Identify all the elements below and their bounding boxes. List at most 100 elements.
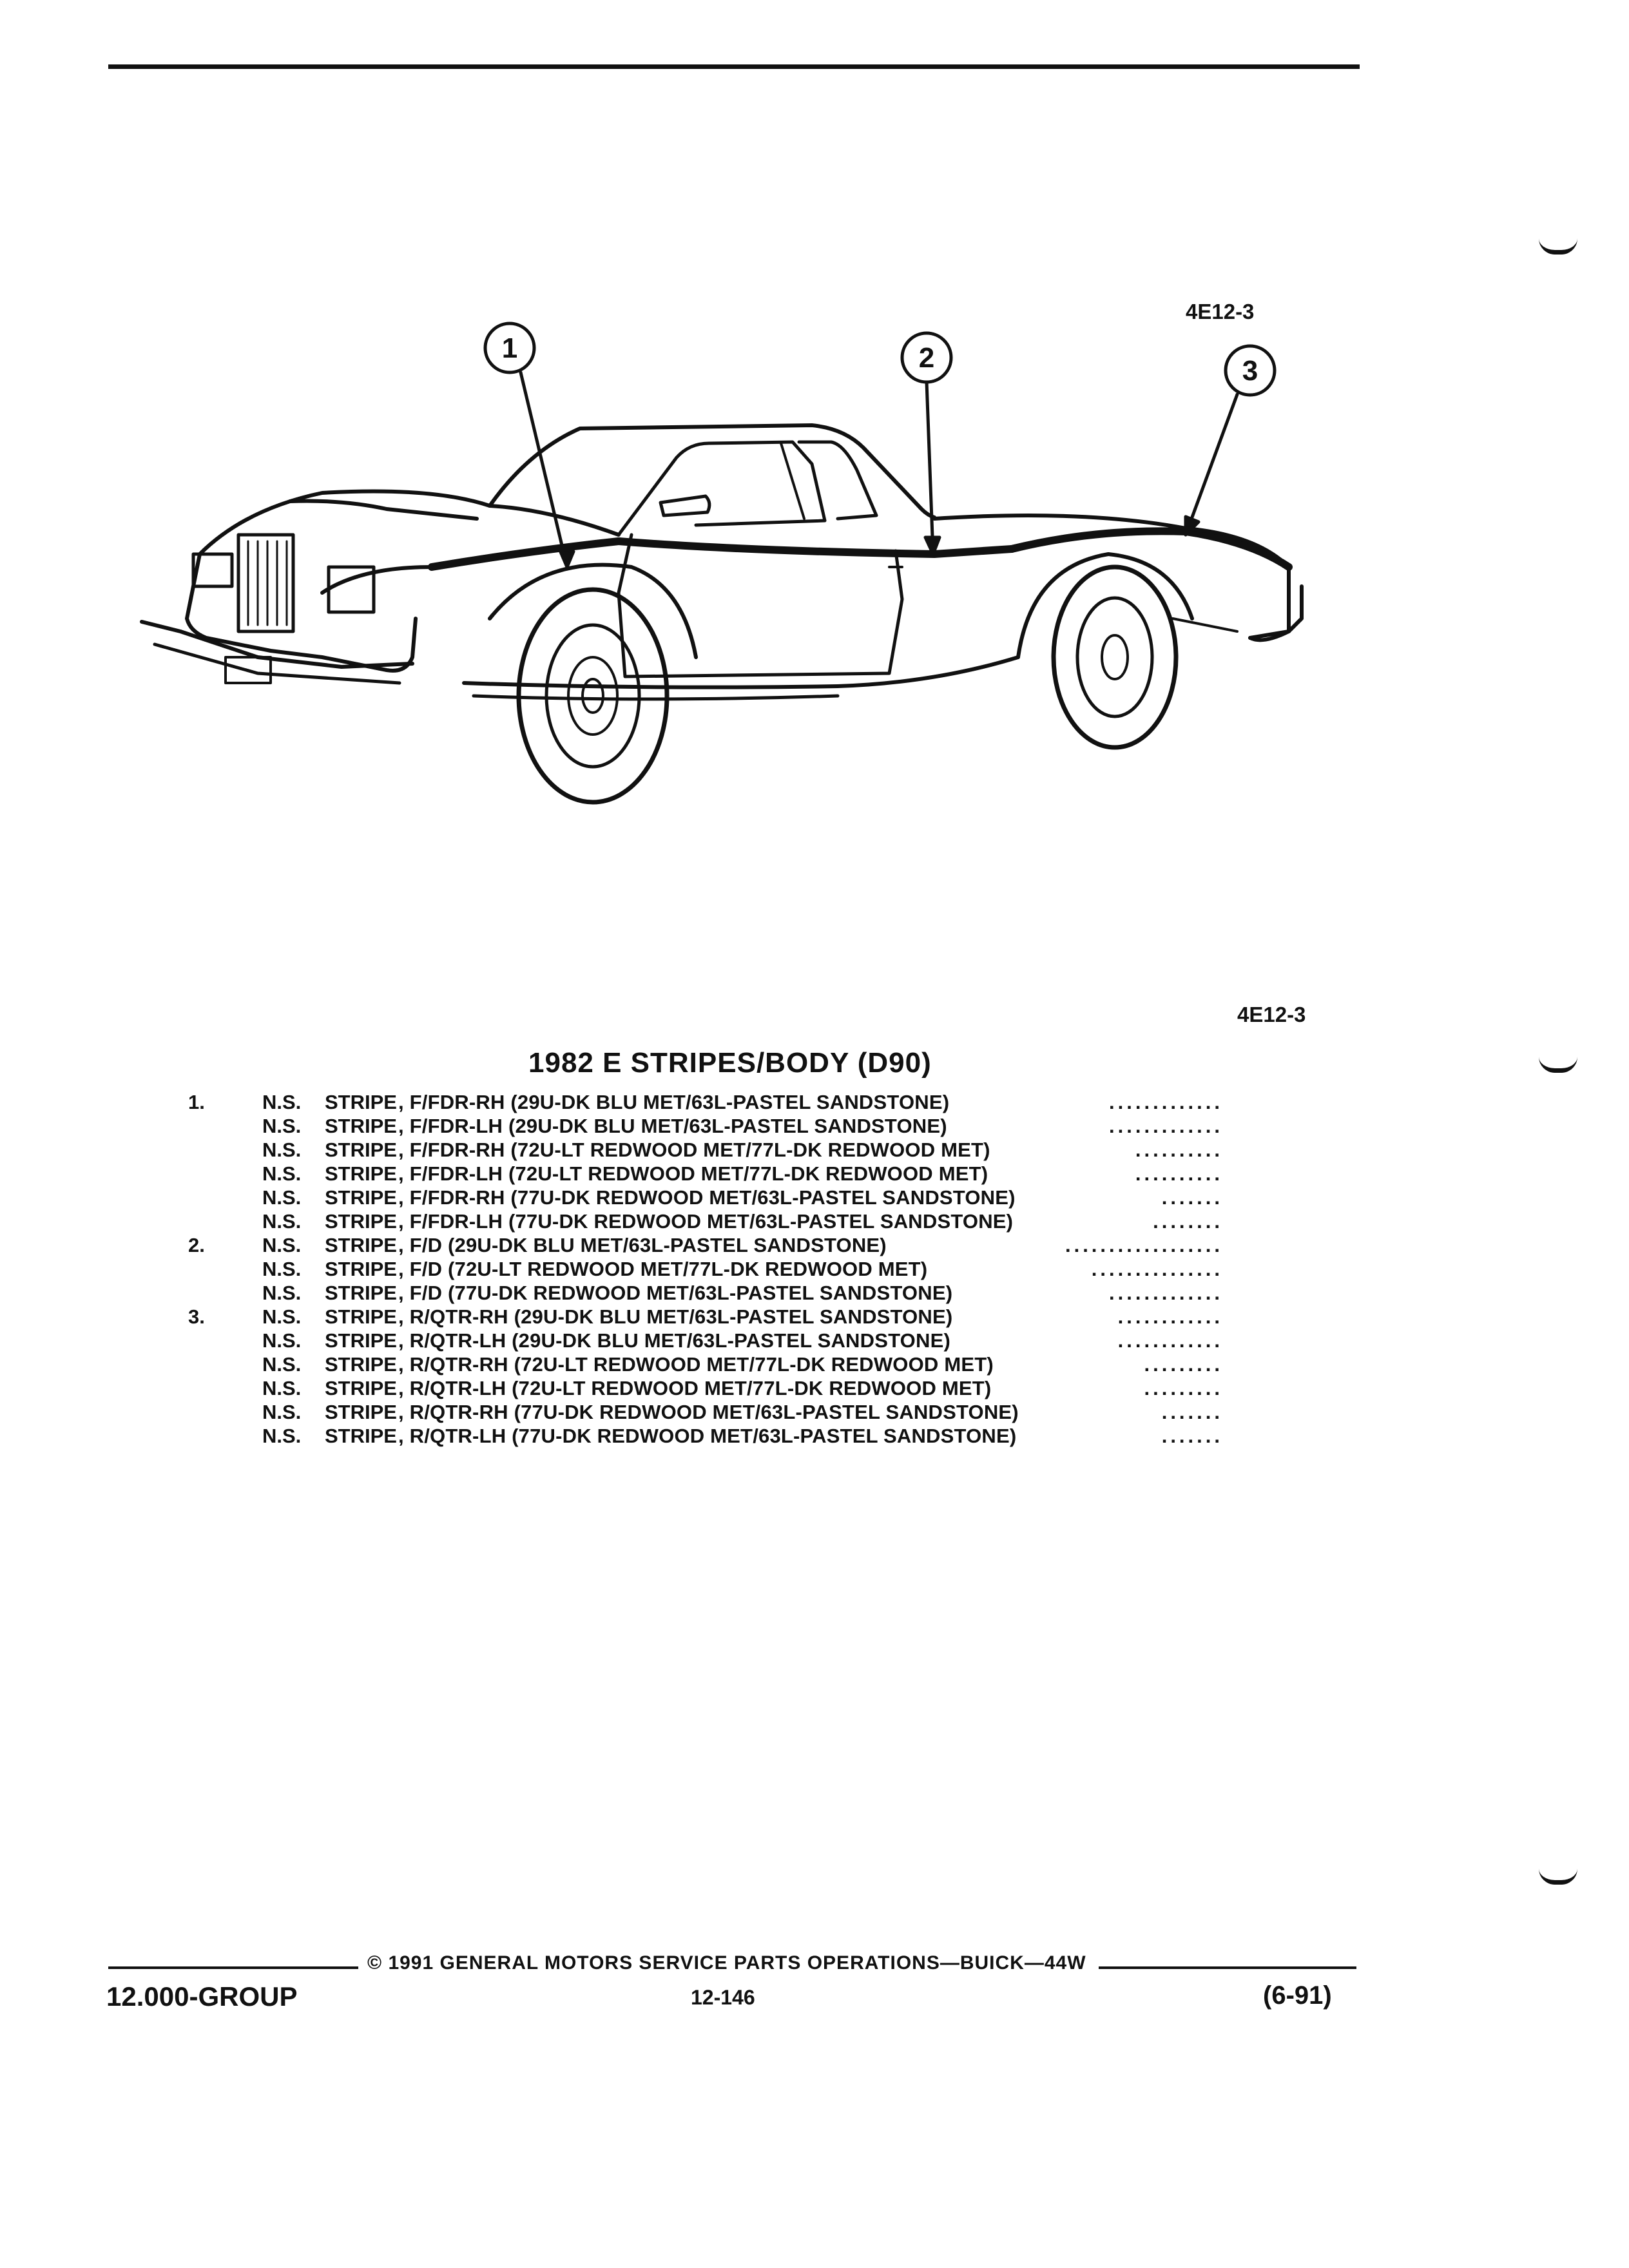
part-name: STRIPE [325, 1186, 397, 1209]
part-number: 3. [188, 1305, 205, 1328]
part-description: , F/FDR-RH (29U-DK BLU MET/63L-PASTEL SA… [398, 1091, 950, 1113]
part-description: , R/QTR-LH (77U-DK REDWOOD MET/63L-PASTE… [398, 1425, 1017, 1447]
callout-1 [483, 322, 575, 569]
callout-2-label: 2 [919, 342, 934, 374]
part-row: N.S. STRIPE, F/FDR-RH (72U-LT REDWOOD MET… [0, 1139, 1629, 1162]
part-ns: N.S. [262, 1377, 302, 1399]
part-name: STRIPE [325, 1091, 397, 1113]
part-number: 2. [188, 1234, 205, 1256]
part-ns: N.S. [262, 1353, 302, 1376]
leader-dots: .......... [1135, 1139, 1223, 1161]
callout-3-label: 3 [1242, 355, 1258, 387]
part-ns: N.S. [262, 1401, 302, 1423]
binder-mark [1539, 1869, 1577, 1885]
part-name: STRIPE [325, 1234, 397, 1256]
part-row: 3. N.S. STRIPE, R/QTR-RH (29U-DK BLU MET/6… [0, 1305, 1629, 1329]
part-row: 1. N.S. STRIPE, F/FDR-RH (29U-DK BLU MET/6… [0, 1091, 1629, 1115]
callout-1-label: 1 [502, 332, 517, 364]
part-name: STRIPE [325, 1115, 397, 1137]
footer-rule-right [1099, 1966, 1356, 1969]
part-ns: N.S. [262, 1282, 302, 1304]
part-row: N.S. STRIPE, F/FDR-LH (72U-LT REDWOOD MET… [0, 1162, 1629, 1186]
part-description: , F/FDR-RH (72U-LT REDWOOD MET/77L-DK RE… [398, 1139, 990, 1161]
top-rule [108, 64, 1360, 69]
part-name: STRIPE [325, 1258, 397, 1280]
leader-dots: ............. [1109, 1091, 1223, 1113]
part-name: STRIPE [325, 1162, 397, 1185]
part-description: , F/FDR-RH (77U-DK REDWOOD MET/63L-PASTE… [398, 1186, 1016, 1209]
car-illustration: 1 2 3 [140, 322, 1304, 805]
copyright-text: © 1991 GENERAL MOTORS SERVICE PARTS OPER… [367, 1952, 1086, 1974]
leader-dots: ....... [1161, 1401, 1223, 1423]
binder-mark [1539, 238, 1577, 255]
part-description: , R/QTR-RH (77U-DK REDWOOD MET/63L-PASTE… [398, 1401, 1019, 1423]
part-ns: N.S. [262, 1186, 302, 1209]
part-row: N.S. STRIPE, R/QTR-LH (72U-LT REDWOOD MET… [0, 1377, 1629, 1401]
part-ns: N.S. [262, 1091, 302, 1113]
part-ns: N.S. [262, 1115, 302, 1137]
figure-id-bottom: 4E12-3 [1237, 1003, 1306, 1026]
part-ns: N.S. [262, 1305, 302, 1328]
part-row: N.S. STRIPE, R/QTR-LH (77U-DK REDWOOD MET… [0, 1425, 1629, 1448]
part-row: N.S. STRIPE, R/QTR-RH (77U-DK REDWOOD MET… [0, 1401, 1629, 1425]
callout-3 [1184, 344, 1277, 537]
part-name: STRIPE [325, 1425, 397, 1447]
part-ns: N.S. [262, 1234, 302, 1256]
part-description: , F/FDR-LH (29U-DK BLU MET/63L-PASTEL SA… [398, 1115, 947, 1137]
part-name: STRIPE [325, 1139, 397, 1161]
page-number: 12-146 [691, 1986, 755, 2009]
part-description: , R/QTR-LH (29U-DK BLU MET/63L-PASTEL SA… [398, 1329, 950, 1352]
leader-dots: ............. [1109, 1115, 1223, 1137]
leader-dots: ....... [1161, 1186, 1223, 1209]
leader-dots: ........ [1153, 1210, 1223, 1233]
part-ns: N.S. [262, 1425, 302, 1447]
group-label: 12.000-GROUP [106, 1981, 298, 2012]
leader-dots: ............... [1091, 1258, 1223, 1280]
part-ns: N.S. [262, 1258, 302, 1280]
leader-dots: ......... [1144, 1377, 1223, 1399]
part-description: , R/QTR-RH (72U-LT REDWOOD MET/77L-DK RE… [398, 1353, 994, 1376]
part-row: N.S. STRIPE, F/D (72U-LT REDWOOD MET/77L-… [0, 1258, 1629, 1282]
part-ns: N.S. [262, 1162, 302, 1185]
part-name: STRIPE [325, 1305, 397, 1328]
part-ns: N.S. [262, 1210, 302, 1233]
part-row: N.S. STRIPE, F/FDR-RH (77U-DK REDWOOD MET… [0, 1186, 1629, 1210]
part-description: , F/D (29U-DK BLU MET/63L-PASTEL SANDSTO… [398, 1234, 887, 1256]
part-name: STRIPE [325, 1210, 397, 1233]
part-description: , F/D (72U-LT REDWOOD MET/77L-DK REDWOOD… [398, 1258, 928, 1280]
rear-wheel [1016, 552, 1194, 750]
part-name: STRIPE [325, 1282, 397, 1304]
binder-mark [1539, 1057, 1577, 1073]
leader-dots: ....... [1161, 1425, 1223, 1447]
part-description: , F/FDR-LH (77U-DK REDWOOD MET/63L-PASTE… [398, 1210, 1014, 1233]
revision-date: (6-91) [1263, 1981, 1332, 2010]
front-wheel [488, 562, 698, 805]
part-name: STRIPE [325, 1353, 397, 1376]
page-title: 1982 E STRIPES/BODY (D90) [528, 1047, 932, 1079]
leader-dots: ............. [1109, 1282, 1223, 1304]
leader-dots: .................. [1065, 1234, 1223, 1256]
part-row: N.S. STRIPE, F/FDR-LH (77U-DK REDWOOD MET… [0, 1210, 1629, 1234]
part-row: N.S. STRIPE, F/FDR-LH (29U-DK BLU MET/63L… [0, 1115, 1629, 1139]
callout-2 [900, 331, 953, 556]
leader-dots: ............ [1117, 1305, 1223, 1328]
part-description: , R/QTR-RH (29U-DK BLU MET/63L-PASTEL SA… [398, 1305, 953, 1328]
leader-dots: ............ [1117, 1329, 1223, 1352]
part-description: , F/D (77U-DK REDWOOD MET/63L-PASTEL SAN… [398, 1282, 953, 1304]
part-row: N.S. STRIPE, F/D (77U-DK REDWOOD MET/63L-… [0, 1282, 1629, 1305]
part-name: STRIPE [325, 1401, 397, 1423]
part-ns: N.S. [262, 1329, 302, 1352]
part-row: 2. N.S. STRIPE, F/D (29U-DK BLU MET/63L-PA… [0, 1234, 1629, 1258]
figure-id-top: 4E12-3 [1186, 300, 1255, 323]
part-ns: N.S. [262, 1139, 302, 1161]
part-description: , R/QTR-LH (72U-LT REDWOOD MET/77L-DK RE… [398, 1377, 992, 1399]
part-name: STRIPE [325, 1329, 397, 1352]
footer-rule-left [108, 1966, 358, 1969]
part-row: N.S. STRIPE, R/QTR-LH (29U-DK BLU MET/63L… [0, 1329, 1629, 1353]
part-row: N.S. STRIPE, R/QTR-RH (72U-LT REDWOOD MET… [0, 1353, 1629, 1377]
part-number: 1. [188, 1091, 205, 1113]
part-name: STRIPE [325, 1377, 397, 1399]
leader-dots: .......... [1135, 1162, 1223, 1185]
part-description: , F/FDR-LH (72U-LT REDWOOD MET/77L-DK RE… [398, 1162, 988, 1185]
leader-dots: ......... [1144, 1353, 1223, 1376]
